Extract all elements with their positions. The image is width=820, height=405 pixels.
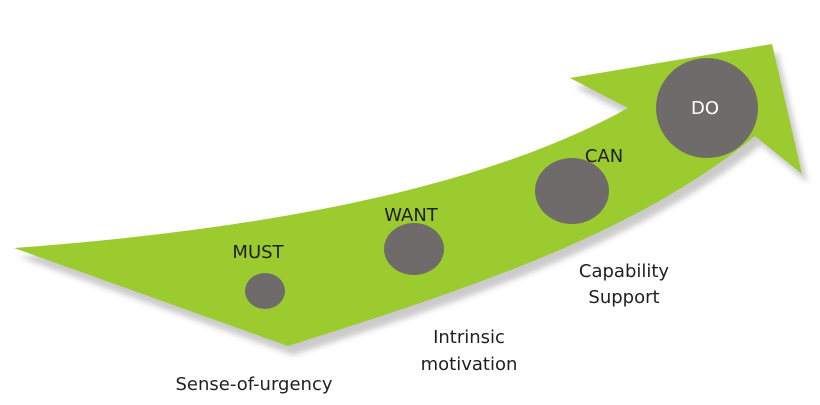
stage-label-want: WANT [384, 205, 439, 226]
stage-circle-do [656, 58, 758, 158]
stage-label-do: DO [691, 98, 719, 119]
driver-label-urgency: Sense-of-urgency [176, 374, 333, 395]
stage-circle-must [245, 273, 285, 309]
stage-label-can: CAN [585, 146, 623, 167]
driver-label-motivation-2: motivation [421, 354, 518, 375]
stage-circle-can [535, 158, 609, 224]
driver-label-motivation: Intrinsic [433, 327, 505, 348]
stage-circle-want [384, 223, 444, 275]
driver-label-capability: Capability [579, 261, 670, 282]
driver-label-support: Support [588, 287, 659, 308]
stage-label-must: MUST [232, 242, 284, 263]
curved-arrow [14, 44, 802, 346]
